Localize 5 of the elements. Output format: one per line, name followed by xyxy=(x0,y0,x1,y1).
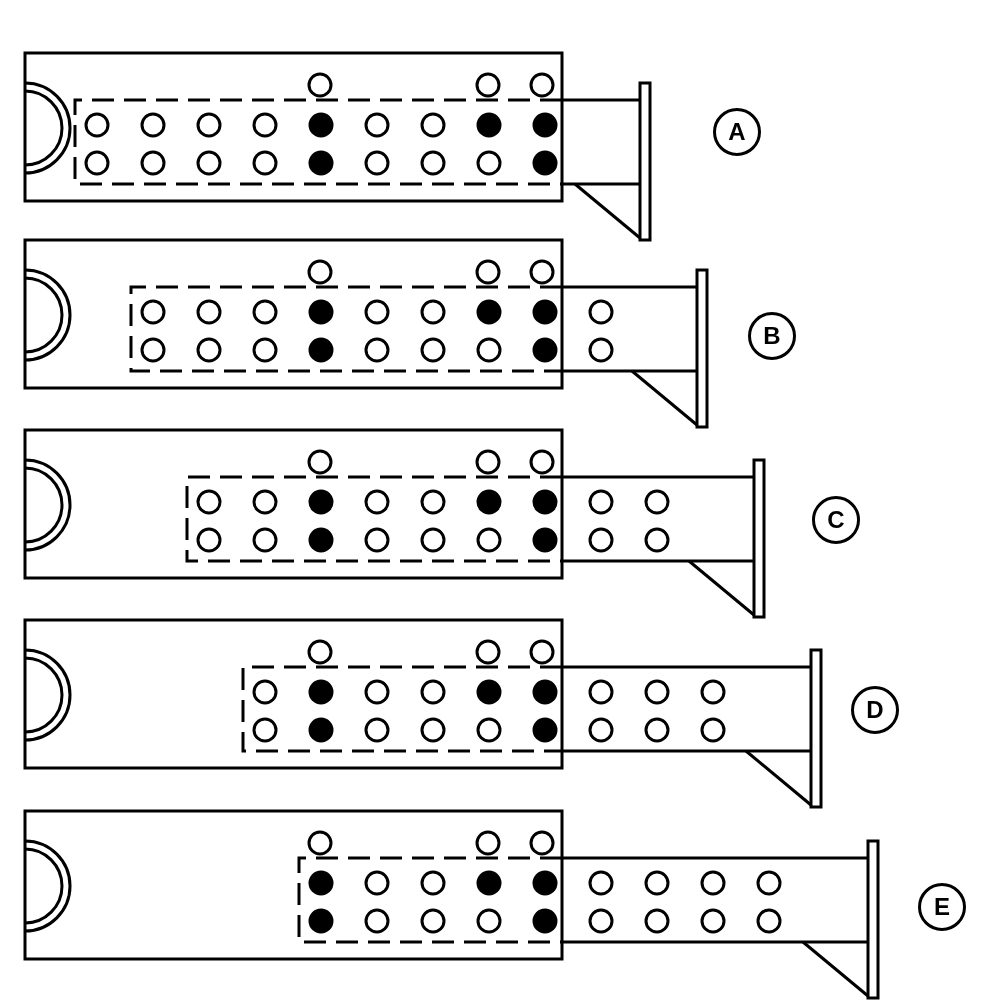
label-circle: C xyxy=(812,496,860,544)
label-circle: B xyxy=(748,312,796,360)
label-circle: E xyxy=(918,883,966,931)
label-circle: A xyxy=(713,108,761,156)
label-circle: D xyxy=(851,686,899,734)
